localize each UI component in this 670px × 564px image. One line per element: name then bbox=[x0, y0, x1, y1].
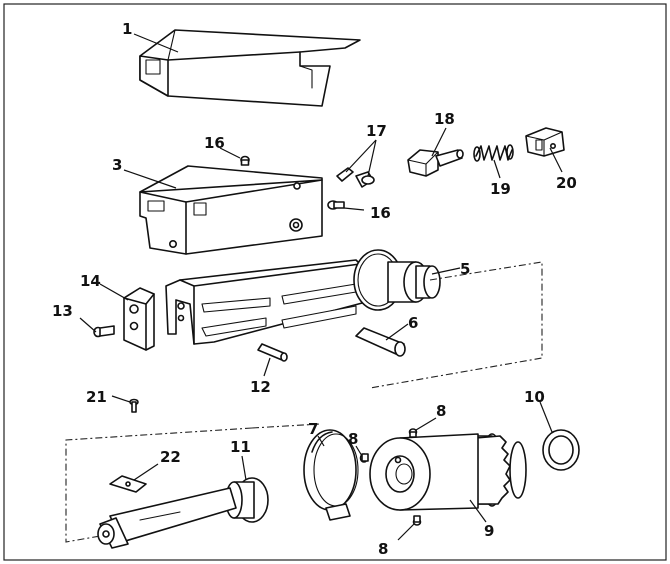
part-11-shaft bbox=[97, 477, 269, 549]
callout-8-bottom: 8 bbox=[378, 540, 388, 558]
part-14-plate bbox=[123, 287, 155, 351]
part-8-screw-middle bbox=[359, 453, 369, 463]
callout-6: 6 bbox=[408, 314, 418, 332]
diagram-frame bbox=[3, 3, 667, 561]
part-16-screw-side bbox=[327, 200, 345, 210]
part-21-screw bbox=[129, 398, 139, 413]
callout-17: 17 bbox=[366, 122, 387, 140]
part-1-cover bbox=[139, 29, 361, 107]
callout-13: 13 bbox=[52, 302, 73, 320]
callout-10: 10 bbox=[524, 388, 545, 406]
part-17-pins bbox=[336, 167, 375, 188]
callout-labels: 1 3 16 16 17 18 19 20 5 6 12 13 14 21 22… bbox=[52, 20, 577, 558]
part-5-slide-frame bbox=[165, 249, 441, 345]
part-8-screw-top bbox=[408, 428, 418, 438]
part-20-clevis bbox=[525, 127, 565, 157]
callout-14: 14 bbox=[80, 272, 101, 290]
callout-7: 7 bbox=[308, 420, 318, 438]
callout-9: 9 bbox=[484, 522, 494, 540]
part-22-clip bbox=[109, 475, 147, 493]
callout-8-top: 8 bbox=[436, 402, 446, 420]
part-3-housing bbox=[139, 165, 323, 255]
part-12-pin bbox=[257, 343, 288, 362]
assembly-axis-lower bbox=[65, 427, 253, 543]
callout-16-side: 16 bbox=[370, 204, 391, 222]
callout-11: 11 bbox=[230, 438, 251, 456]
callout-18: 18 bbox=[434, 110, 455, 128]
part-18-plunger bbox=[407, 149, 464, 177]
callout-22: 22 bbox=[160, 448, 181, 466]
callout-1: 1 bbox=[122, 20, 132, 38]
part-6-pin bbox=[355, 327, 406, 357]
assembly-axis-upper bbox=[369, 261, 543, 389]
callout-8-middle: 8 bbox=[348, 430, 358, 448]
part-16-screw-top bbox=[240, 155, 250, 166]
callout-5: 5 bbox=[460, 260, 470, 278]
callout-12: 12 bbox=[250, 378, 271, 396]
part-13-screw bbox=[93, 325, 115, 338]
part-8-screw-bottom bbox=[412, 515, 422, 526]
part-19-spring bbox=[473, 144, 514, 162]
callout-19: 19 bbox=[490, 180, 511, 198]
callout-20: 20 bbox=[556, 174, 577, 192]
part-9-collar bbox=[369, 433, 527, 511]
part-10-washer bbox=[542, 429, 580, 471]
assembly-axis-lower-extension bbox=[251, 423, 321, 429]
callout-21: 21 bbox=[86, 388, 107, 406]
leader-lines bbox=[79, 33, 563, 541]
callout-3: 3 bbox=[112, 156, 122, 174]
part-7-clamp-ring bbox=[303, 429, 359, 521]
callout-16-top: 16 bbox=[204, 134, 225, 152]
